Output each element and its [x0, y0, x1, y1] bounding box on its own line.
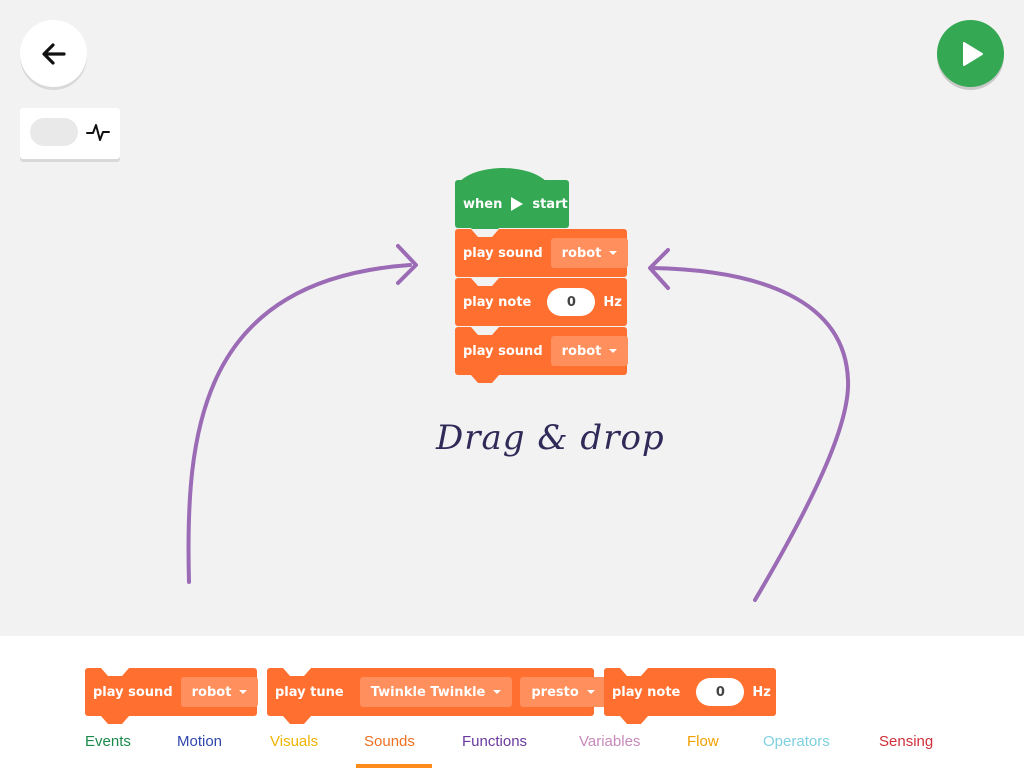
chevron-down-icon: [493, 690, 502, 694]
when-start-block[interactable]: when start: [455, 180, 569, 236]
palette-play-tune-block[interactable]: play tune Twinkle Twinkle presto: [267, 668, 606, 724]
chevron-down-icon: [609, 349, 618, 353]
note-frequency-input[interactable]: 0: [547, 288, 596, 316]
note-frequency-input[interactable]: 0: [696, 678, 745, 706]
tempo-dropdown[interactable]: presto: [520, 677, 606, 707]
sound-dropdown[interactable]: robot: [550, 238, 629, 268]
play-icon: [962, 41, 983, 66]
sound-dropdown[interactable]: robot: [550, 336, 629, 366]
left-arrowhead: [396, 244, 418, 285]
right-arrowhead: [648, 248, 670, 290]
unit-label: Hz: [603, 294, 622, 310]
active-tab-indicator: [356, 764, 432, 768]
category-tabs: Events Motion Visuals Sounds Functions V…: [0, 733, 1024, 768]
tab-operators[interactable]: Operators: [763, 733, 830, 750]
play-note-block[interactable]: play note 0 Hz: [455, 278, 627, 326]
when-label: when: [463, 196, 503, 212]
play-triangle-icon: [511, 197, 524, 211]
tab-visuals[interactable]: Visuals: [270, 733, 319, 750]
left-curved-arrow: [186, 263, 412, 584]
tab-events[interactable]: Events: [85, 733, 131, 750]
tab-sounds[interactable]: Sounds: [364, 733, 415, 750]
right-curved-arrow: [650, 266, 851, 602]
start-label: start: [532, 196, 568, 212]
palette-play-note-block[interactable]: play note 0 Hz: [604, 668, 776, 724]
play-sound-block[interactable]: play sound robot: [455, 229, 629, 277]
tab-variables[interactable]: Variables: [579, 733, 641, 750]
tab-sensing[interactable]: Sensing: [879, 733, 934, 750]
block-label: play sound: [463, 343, 543, 359]
play-sound-block[interactable]: play sound robot: [455, 327, 629, 383]
block-label: play sound: [463, 245, 543, 261]
back-button[interactable]: [20, 20, 87, 87]
chevron-down-icon: [239, 690, 248, 694]
tab-motion[interactable]: Motion: [177, 733, 223, 750]
block-label: play note: [463, 294, 532, 310]
tab-functions[interactable]: Functions: [462, 733, 528, 750]
chevron-down-icon: [586, 690, 595, 694]
block-label: play note: [612, 684, 681, 700]
chevron-down-icon: [609, 251, 618, 255]
tune-dropdown[interactable]: Twinkle Twinkle: [359, 677, 513, 707]
mode-toggle[interactable]: [30, 118, 78, 146]
block-label: play tune: [275, 684, 344, 700]
pulse-icon[interactable]: [86, 120, 110, 144]
block-label: play sound: [93, 684, 173, 700]
mode-switch-card: [20, 108, 120, 159]
run-button[interactable]: [937, 20, 1004, 87]
drag-drop-hint: Drag & drop: [436, 418, 665, 458]
palette-play-sound-block[interactable]: play sound robot: [85, 668, 259, 724]
arrow-left-icon: [41, 42, 66, 65]
tab-flow[interactable]: Flow: [687, 733, 719, 750]
sound-dropdown[interactable]: robot: [180, 677, 259, 707]
unit-label: Hz: [752, 684, 771, 700]
